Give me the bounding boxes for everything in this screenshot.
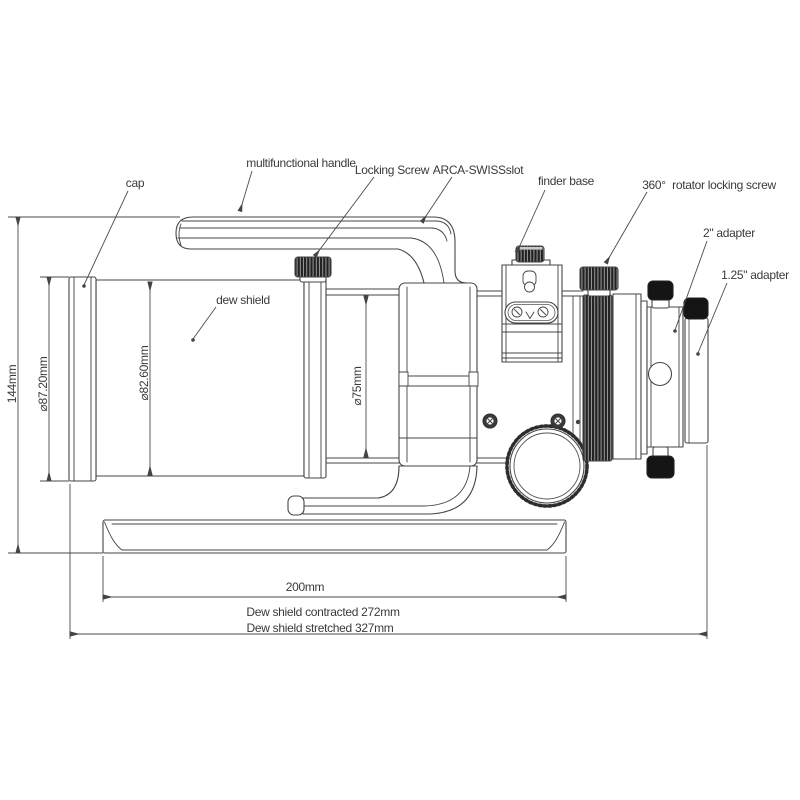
- one-two-five-adapter: [683, 297, 709, 444]
- label-handle: multifunctional handle: [246, 156, 356, 170]
- rotator-ring: [582, 294, 613, 462]
- leader-dew-shield: [192, 306, 217, 340]
- focuser-flange: [612, 293, 648, 460]
- leader-arca: [419, 176, 453, 224]
- dovetail-base-plate: [102, 519, 567, 554]
- tube-clamp: [398, 282, 479, 467]
- label-rotator-screw: rotator locking screw: [672, 178, 776, 192]
- label-125in-adapter: 1.25" adapter: [721, 268, 789, 282]
- finder-base: [501, 245, 563, 363]
- focuser-screws: [482, 413, 581, 429]
- bottom-support-arm: [287, 465, 478, 516]
- dim-label-contracted: Dew shield contracted 272mm: [246, 605, 400, 619]
- leader-handle: [237, 170, 253, 213]
- leader-cap: [83, 190, 129, 286]
- leader-2in: [674, 240, 708, 331]
- label-locking-screw: Locking Screw: [355, 163, 430, 177]
- dew-shield: [95, 279, 305, 477]
- dim-label-cap-diameter: ⌀87.20mm: [36, 356, 50, 411]
- dim-label-200mm: 200mm: [286, 580, 325, 594]
- leader-rotator: [603, 191, 648, 265]
- dew-shield-locking-screw: [294, 256, 332, 283]
- leader-125in: [697, 282, 728, 354]
- dim-label-stretched: Dew shield stretched 327mm: [247, 621, 394, 635]
- dimension-lines: [8, 216, 708, 639]
- dim-label-shield-diameter: ⌀82.60mm: [137, 345, 151, 400]
- label-finder-base: finder base: [538, 174, 595, 188]
- label-2in-adapter: 2" adapter: [703, 226, 755, 240]
- label-cap: cap: [126, 176, 145, 190]
- rotator-locking-screw: [579, 266, 619, 297]
- labels: cap multifunctional handle Locking Screw…: [5, 156, 789, 635]
- multifunctional-handle: [175, 216, 468, 284]
- leader-locking-screw: [312, 176, 375, 258]
- focus-knob: [505, 424, 589, 508]
- dim-label-144mm: 144mm: [5, 364, 19, 403]
- dew-shield-ring: [303, 277, 327, 479]
- ext-cap-diameter: [40, 276, 69, 482]
- label-arca-slot: ARCA-SWISSslot: [433, 163, 524, 177]
- dim-label-tube-diameter: ⌀75mm: [350, 366, 364, 405]
- ext-plate-200: [102, 556, 567, 602]
- label-rotator-degrees: 360°: [642, 178, 666, 192]
- leader-lines: [82, 170, 728, 356]
- leader-finder: [514, 189, 546, 254]
- two-inch-adapter: [646, 280, 684, 479]
- lens-cap: [68, 276, 97, 482]
- label-dew-shield: dew shield: [216, 293, 270, 307]
